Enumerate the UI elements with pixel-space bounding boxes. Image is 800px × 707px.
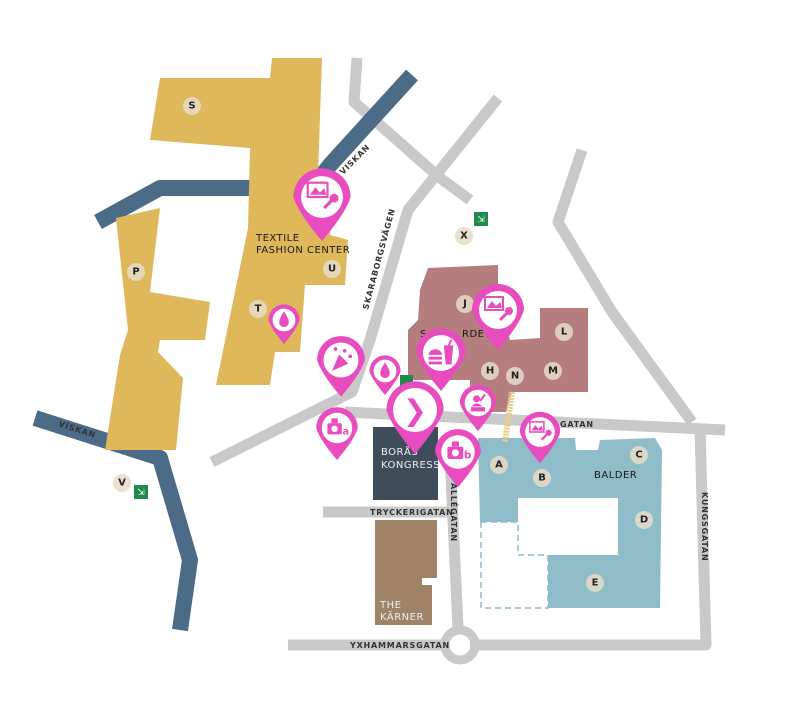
road bbox=[552, 148, 697, 426]
pin-food-drink[interactable] bbox=[416, 328, 466, 391]
label-fashion-center: FASHION CENTER bbox=[256, 245, 350, 256]
food-drink-icon bbox=[428, 339, 454, 365]
dj-icon bbox=[471, 393, 486, 412]
badge-d[interactable]: D bbox=[635, 511, 653, 529]
svg-text:T: T bbox=[255, 304, 262, 315]
pin-camera-b[interactable]: b bbox=[435, 429, 481, 488]
pin-camera-a[interactable]: a bbox=[316, 407, 358, 460]
badge-e[interactable]: E bbox=[586, 574, 604, 592]
badge-m[interactable]: M bbox=[544, 362, 562, 380]
pin-water[interactable] bbox=[268, 304, 300, 344]
svg-text:M: M bbox=[548, 366, 558, 377]
pin-entrance[interactable]: ❯ bbox=[386, 381, 444, 454]
svg-text:N: N bbox=[511, 371, 519, 382]
camera-icon bbox=[327, 418, 342, 435]
chevron-right-icon: ❯ bbox=[403, 393, 427, 427]
label-kongress: KONGRESS bbox=[381, 460, 440, 471]
label-the: THE bbox=[379, 600, 401, 611]
building-balder[interactable] bbox=[478, 438, 662, 608]
road bbox=[348, 57, 444, 183]
pin-dj[interactable] bbox=[459, 384, 497, 431]
svg-text:E: E bbox=[592, 578, 599, 589]
badge-s[interactable]: S bbox=[183, 97, 201, 115]
exit-icon: ⇲ bbox=[134, 485, 148, 499]
label-tryckerigatan: TRYCKERIGATAN bbox=[370, 508, 454, 517]
gallery-microphone-icon bbox=[484, 296, 513, 322]
building-textile-fashion-center[interactable] bbox=[150, 58, 348, 385]
camera-suffix: a bbox=[343, 427, 349, 438]
gallery-microphone-icon bbox=[529, 421, 552, 441]
badge-v[interactable]: V bbox=[113, 474, 131, 492]
label-sodra-start: S bbox=[420, 329, 427, 340]
confetti-icon bbox=[331, 347, 353, 372]
water-drop-icon bbox=[380, 362, 390, 378]
svg-text:C: C bbox=[635, 450, 642, 461]
pin-water[interactable] bbox=[369, 355, 401, 395]
svg-text:B: B bbox=[538, 473, 546, 484]
badge-c[interactable]: C bbox=[630, 446, 648, 464]
pin-gallery-microphone[interactable] bbox=[293, 168, 351, 241]
exit-icon: ⇲ bbox=[474, 212, 488, 226]
road-skaraborgsvagen bbox=[209, 94, 503, 467]
badge-x[interactable]: X bbox=[455, 227, 473, 245]
road-kungsgatan bbox=[470, 427, 712, 651]
balder-future-outline bbox=[480, 521, 549, 609]
svg-text:X: X bbox=[460, 231, 468, 242]
svg-text:V: V bbox=[118, 478, 126, 489]
badge-t[interactable]: T bbox=[249, 300, 267, 318]
camera-icon bbox=[447, 441, 464, 460]
gallery-microphone-icon bbox=[306, 181, 339, 210]
label-boras: BORÅS bbox=[381, 445, 418, 458]
water-drop-icon bbox=[279, 311, 289, 327]
camera-suffix: b bbox=[464, 450, 472, 462]
badge-j[interactable]: J bbox=[456, 295, 474, 313]
pin-gallery-microphone[interactable] bbox=[519, 411, 561, 464]
svg-text:D: D bbox=[640, 515, 648, 526]
label-allegatan: ALLÉGATAN bbox=[449, 483, 460, 542]
svg-text:⇲: ⇲ bbox=[137, 488, 145, 498]
exit-icon bbox=[400, 375, 413, 386]
badge-h[interactable]: H bbox=[481, 362, 499, 380]
label-gatan: GATAN bbox=[560, 420, 594, 429]
label-yxhammarsgatan: YXHAMMARSGATAN bbox=[349, 641, 450, 650]
svg-text:J: J bbox=[462, 299, 467, 310]
svg-text:H: H bbox=[486, 366, 494, 377]
svg-text:S: S bbox=[188, 101, 195, 112]
svg-text:P: P bbox=[132, 267, 139, 278]
pin-confetti[interactable] bbox=[317, 336, 365, 397]
walkway bbox=[502, 391, 515, 443]
label-sodra-end: RDET bbox=[462, 329, 491, 340]
badge-n[interactable]: N bbox=[506, 367, 524, 385]
badge-b[interactable]: B bbox=[533, 469, 551, 487]
road-allegatan bbox=[444, 454, 464, 629]
badge-p[interactable]: P bbox=[127, 263, 145, 281]
pin-gallery-microphone[interactable] bbox=[472, 284, 524, 350]
building-p[interactable] bbox=[105, 208, 210, 450]
svg-text:L: L bbox=[561, 327, 568, 338]
badge-l[interactable]: L bbox=[555, 323, 573, 341]
badge-u[interactable]: U bbox=[323, 260, 341, 278]
svg-text:U: U bbox=[328, 264, 336, 275]
building-the-karner[interactable] bbox=[375, 520, 437, 625]
label-karner: KÄRNER bbox=[380, 610, 424, 623]
svg-text:⇲: ⇲ bbox=[477, 215, 485, 225]
label-balder: BALDER bbox=[594, 470, 637, 481]
badge-a[interactable]: A bbox=[490, 456, 508, 474]
label-textile: TEXTILE bbox=[255, 233, 300, 244]
roundabout bbox=[440, 625, 480, 665]
road bbox=[436, 173, 474, 205]
label-kungsgatan: KUNGSGATAN bbox=[700, 492, 709, 561]
svg-text:A: A bbox=[495, 460, 503, 471]
